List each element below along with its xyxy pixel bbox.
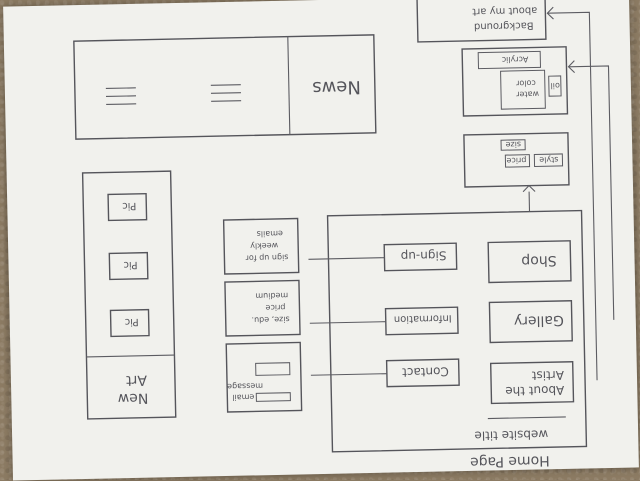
wireframe-sketch: Home Page website title About the Artist… — [3, 0, 639, 481]
information-note-line-3: medium — [255, 291, 288, 301]
email-field-label: email — [232, 392, 254, 401]
about-artist-nav-line-2: Artist — [531, 368, 564, 383]
contact-link-line — [311, 374, 387, 376]
sign-up-note-line-3: emails — [257, 229, 283, 239]
about-detail-line-2: about my art — [472, 4, 537, 16]
information-button-label: Information — [394, 312, 452, 324]
home-page-frame — [328, 211, 587, 452]
new-art-title-line-2: Art — [125, 372, 147, 388]
sign-up-note-line-1: sign up for — [245, 253, 289, 263]
news-text-line — [106, 104, 136, 105]
sign-up-link-line — [308, 258, 384, 260]
paper-sheet: Home Page website title About the Artist… — [3, 0, 639, 481]
sign-up-button-label: Sign-up — [401, 248, 447, 263]
new-art-pic-label-1: Pic — [125, 316, 139, 327]
about-detail-line-1: Background — [474, 20, 534, 32]
shop-detail-arrow — [523, 186, 535, 192]
shop-size-label: size — [505, 140, 521, 149]
contact-button-label: Contact — [402, 364, 449, 379]
oil-label: oil — [550, 81, 560, 90]
information-link-line — [310, 322, 386, 324]
website-title: website title — [474, 427, 548, 443]
news-text-line — [106, 96, 136, 97]
news-text-line — [211, 85, 241, 86]
shop-price-label: price — [506, 156, 526, 165]
information-note-line-2: price — [265, 303, 285, 312]
new-art-pic-label-3: Pic — [122, 200, 136, 211]
gallery-nav-label: Gallery — [514, 312, 564, 329]
message-field-label: message — [227, 381, 263, 391]
news-text-line — [106, 88, 136, 89]
shop-nav-label: Shop — [521, 252, 557, 269]
news-title: News — [312, 76, 361, 98]
message-input-sketch — [256, 363, 290, 376]
shop-style-label: style — [539, 155, 558, 164]
water-color-line-1: water — [515, 89, 539, 98]
news-text-line — [211, 101, 241, 102]
email-input-sketch — [256, 393, 290, 402]
news-divider — [288, 37, 290, 135]
information-notes — [225, 280, 300, 336]
information-note-line-1: size, edu. — [251, 315, 289, 325]
home-page-title: Home Page — [470, 452, 550, 470]
water-color-line-2: color — [515, 78, 536, 87]
news-text-line — [211, 93, 241, 94]
about-artist-nav-line-1: About the — [505, 383, 564, 398]
new-art-title-line-1: New — [118, 390, 149, 407]
new-art-divider — [86, 355, 174, 357]
new-art-pic-label-2: Pic — [123, 259, 137, 270]
sign-up-note-line-2: weekly — [250, 241, 278, 251]
website-title-underline — [488, 417, 566, 419]
acrylic-label: Acrylic — [502, 55, 529, 65]
